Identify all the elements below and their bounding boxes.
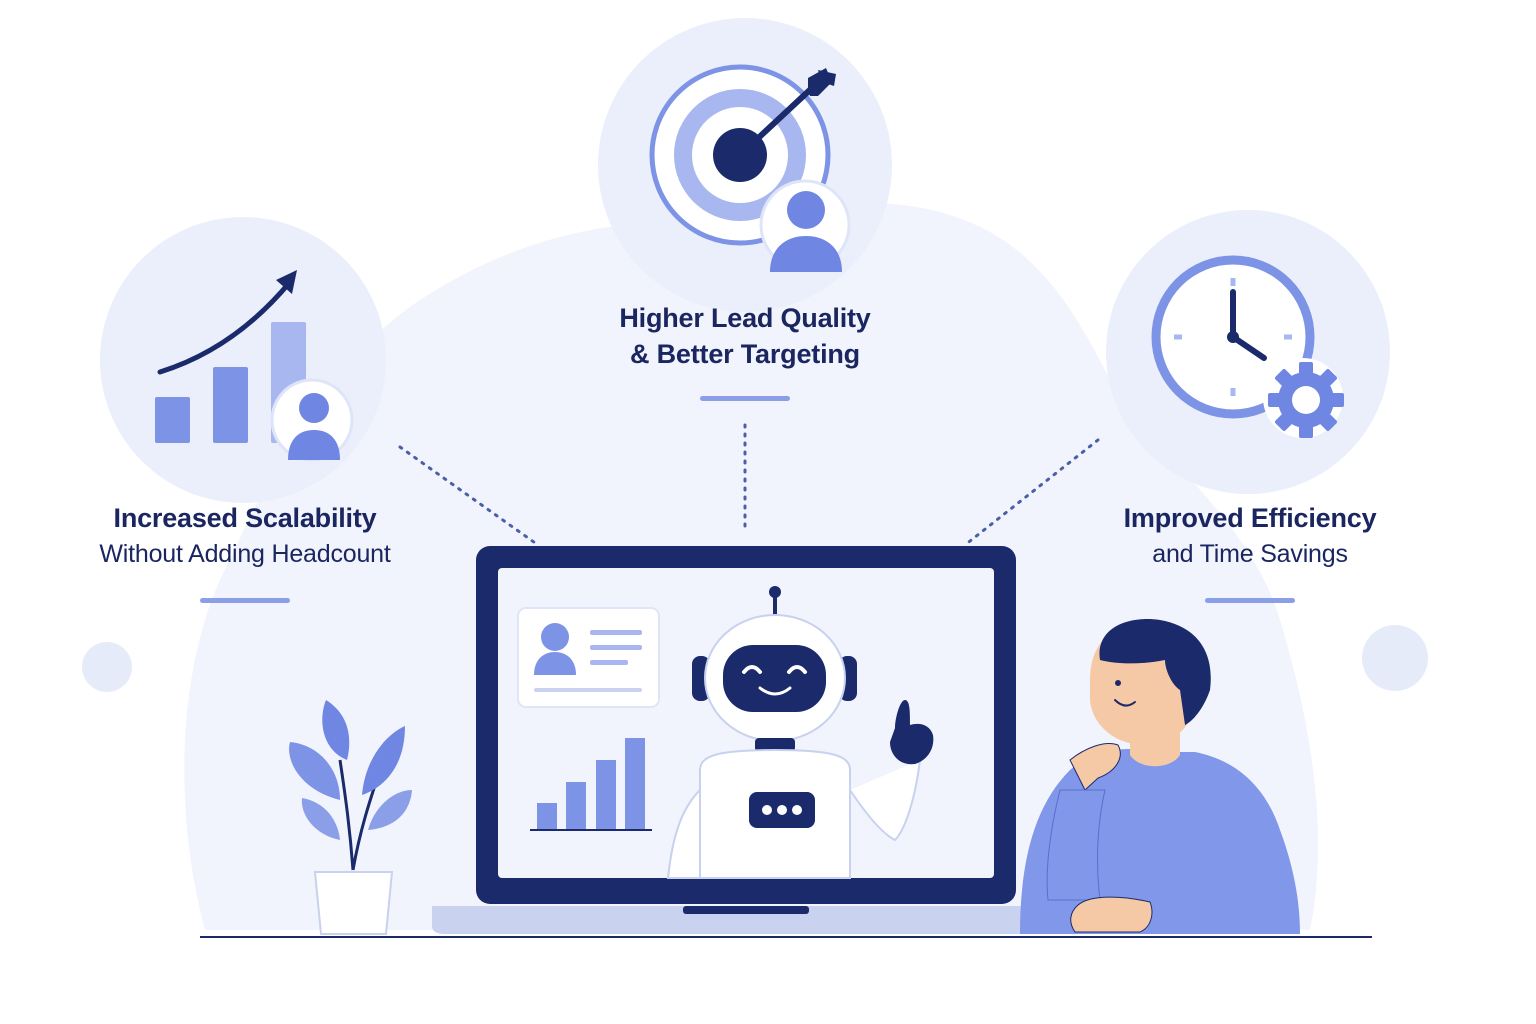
laptop [432, 546, 1062, 934]
screen-bar-chart [530, 738, 652, 831]
robot [666, 586, 934, 879]
benefit-efficiency-title: Improved Efficiency [1123, 503, 1377, 533]
benefit-efficiency-underline [1205, 598, 1295, 603]
benefit-scalability: Increased Scalability Without Adding Hea… [40, 500, 450, 603]
benefit-lead-quality: Higher Lead Quality & Better Targeting [545, 300, 945, 401]
profile-card [517, 607, 660, 708]
bubble-scalability [100, 217, 386, 503]
benefit-efficiency-subtitle: and Time Savings [1152, 540, 1348, 568]
benefit-scalability-subtitle: Without Adding Headcount [99, 540, 391, 568]
decor-circle-left [82, 642, 132, 692]
decor-circle-right [1362, 625, 1428, 691]
person-thinking [1020, 619, 1300, 934]
bar-chart-growth-icon [155, 270, 354, 462]
benefit-scalability-title: Increased Scalability [113, 503, 377, 533]
connector-lines [398, 423, 1100, 547]
connector-right [963, 438, 1100, 547]
benefit-lead-quality-underline [700, 396, 790, 401]
plant-illustration [289, 700, 412, 935]
target-arrow-icon [649, 64, 851, 272]
clock-gear-icon [1151, 255, 1344, 438]
benefit-scalability-underline [200, 598, 290, 603]
connector-left [398, 445, 540, 547]
benefit-lead-quality-subtitle: & Better Targeting [630, 339, 860, 369]
benefit-lead-quality-title: Higher Lead Quality [619, 303, 871, 333]
benefit-efficiency: Improved Efficiency and Time Savings [1060, 500, 1440, 603]
